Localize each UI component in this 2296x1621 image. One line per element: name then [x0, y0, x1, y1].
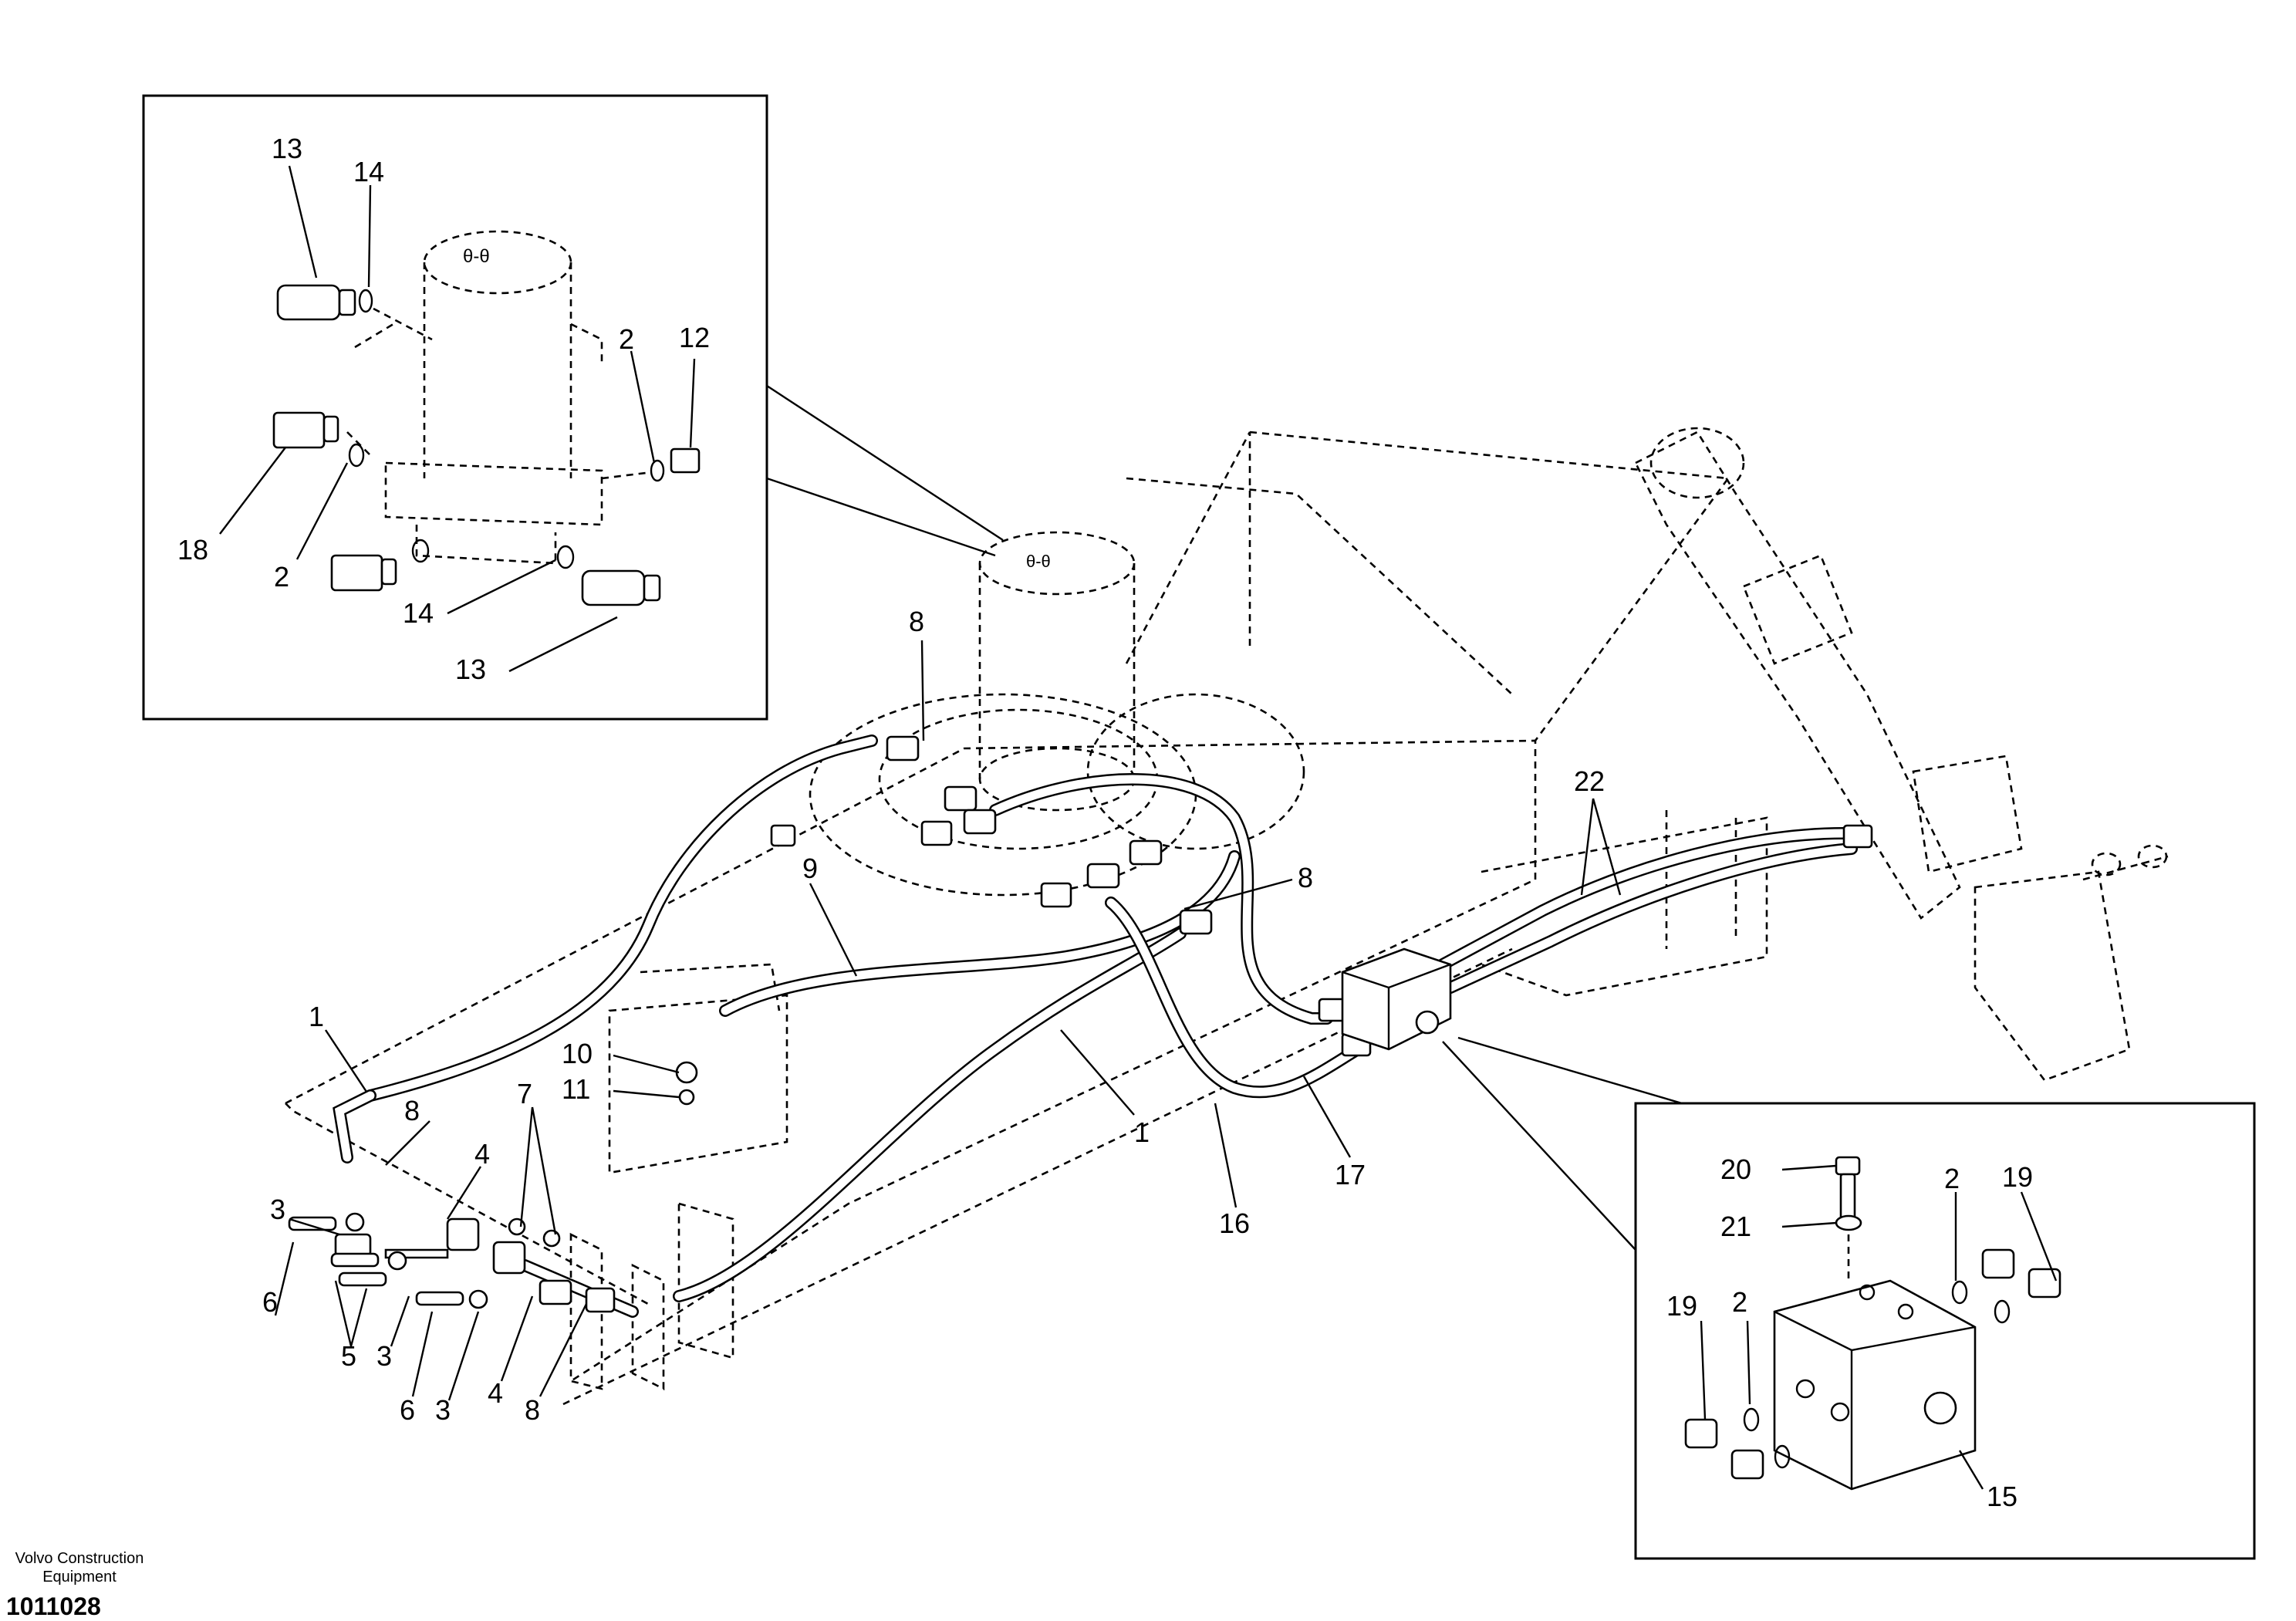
machine-outline: θ-θ [285, 427, 2169, 1406]
brand-label: Volvo Construction Equipment [6, 1549, 153, 1586]
callout-2-block: 2 [274, 561, 289, 593]
callout-3-mid: 3 [376, 1340, 392, 1372]
callout-4-bottom: 4 [488, 1377, 503, 1409]
callout-2-valve-right: 2 [1944, 1163, 1960, 1194]
callout-10: 10 [562, 1038, 593, 1069]
callout-22: 22 [1574, 765, 1605, 797]
callout-5: 5 [341, 1340, 356, 1372]
callouts-inset-bottom: 20 21 2 19 19 2 15 [1666, 1153, 2033, 1512]
fittings [288, 735, 1873, 1313]
callouts-main: 8 9 8 22 1 10 11 7 8 4 3 6 5 3 6 3 4 8 1… [262, 606, 1605, 1426]
leader-lines [274, 640, 1622, 1401]
brand-line-1: Volvo Construction [15, 1550, 144, 1567]
callout-3-top: 3 [270, 1194, 285, 1225]
svg-text:θ-θ: θ-θ [1026, 552, 1051, 571]
callout-4-top: 4 [474, 1138, 490, 1170]
callout-21: 21 [1720, 1211, 1751, 1242]
callout-13-bottom: 13 [455, 653, 486, 685]
callout-8-swivel: 8 [909, 606, 924, 637]
callout-6-top: 6 [262, 1286, 278, 1318]
callout-1-right: 1 [1134, 1116, 1150, 1148]
callout-16: 16 [1219, 1207, 1250, 1239]
callout-11: 11 [562, 1073, 590, 1105]
inset-valve-detail [1442, 1036, 2256, 1560]
drawing-number: 1011028 [6, 1592, 101, 1620]
callout-7: 7 [517, 1078, 532, 1109]
callout-9: 9 [802, 853, 818, 884]
callout-14-top: 14 [353, 156, 384, 187]
callout-3-bottom: 3 [435, 1394, 451, 1426]
callout-18: 18 [177, 534, 208, 566]
callout-17: 17 [1335, 1159, 1366, 1190]
callout-2-valve-left: 2 [1732, 1286, 1747, 1318]
callout-15: 15 [1987, 1481, 2017, 1512]
callout-14-bottom: 14 [403, 597, 434, 629]
callout-20: 20 [1720, 1153, 1751, 1185]
callout-2-swivel: 2 [619, 323, 634, 355]
brand-line-2: Equipment [42, 1569, 116, 1586]
inset-swivel-detail: θ-θ [142, 94, 1004, 721]
callout-6-bottom: 6 [400, 1394, 415, 1426]
callout-19-left: 19 [1666, 1290, 1697, 1322]
callout-8-bottom: 8 [525, 1394, 540, 1426]
svg-text:θ-θ: θ-θ [463, 246, 490, 267]
callout-19-right: 19 [2002, 1161, 2033, 1193]
bolts [288, 1212, 561, 1309]
callout-1-left: 1 [309, 1001, 324, 1032]
callouts-inset-top: 13 14 2 12 18 2 14 13 [177, 133, 710, 685]
callout-8-left: 8 [404, 1095, 420, 1126]
callout-12: 12 [679, 322, 710, 353]
callout-13-top: 13 [272, 133, 302, 164]
callout-8-right: 8 [1298, 862, 1313, 893]
hoses [333, 735, 1858, 1318]
